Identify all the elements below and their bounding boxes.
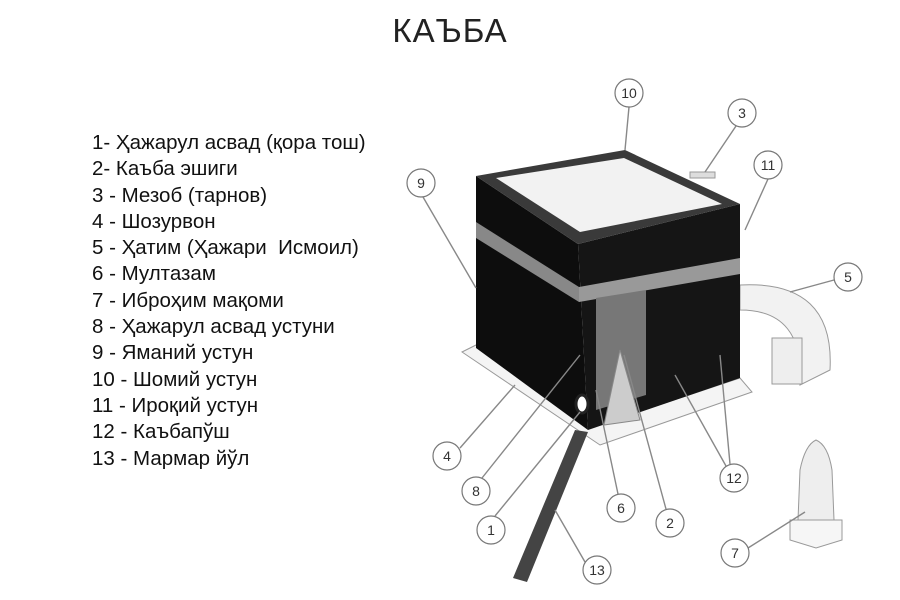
svg-text:10: 10 <box>621 85 637 101</box>
callout-lines <box>422 106 835 563</box>
legend-item: 6 - Мултазам <box>92 262 216 286</box>
maqam-base <box>789 519 843 549</box>
svg-text:6: 6 <box>617 500 625 516</box>
kiswah-band <box>579 258 740 302</box>
callout-6: 6 <box>606 493 636 523</box>
callout-2: 2 <box>655 508 685 538</box>
legend-item: 8 - Ҳажарул асвад устуни <box>92 315 335 339</box>
svg-text:4: 4 <box>443 448 451 464</box>
page-title: КАЪБА <box>392 12 508 49</box>
legend-item: 13 - Мармар йўл <box>92 446 250 470</box>
legend-item: 2- Каъба эшиги <box>92 157 238 181</box>
legend-item: 7 - Иброҳим мақоми <box>92 288 284 312</box>
legend-item: 1- Ҳажарул асвад (қора тош) <box>92 131 366 154</box>
legend-item: 11 - Ироқий устун <box>92 393 259 417</box>
svg-text:7: 7 <box>731 545 739 561</box>
svg-text:2: 2 <box>666 515 674 531</box>
mizab <box>689 171 716 179</box>
kiswah-band <box>476 222 579 302</box>
callout-10: 10 <box>614 78 644 108</box>
svg-text:11: 11 <box>761 157 776 173</box>
legend-item: 5 - Ҳатим (Ҳажари Исмоил) <box>92 236 359 260</box>
svg-text:13: 13 <box>589 562 605 578</box>
callout-7: 7 <box>720 538 750 568</box>
callout-11: 11 <box>753 150 783 180</box>
legend-item: 12 - Каъбапўш <box>92 420 230 444</box>
door-steps <box>603 349 641 426</box>
svg-text:1: 1 <box>487 522 495 538</box>
hatim-end <box>771 337 803 385</box>
svg-text:8: 8 <box>472 483 480 499</box>
maqam-ibrahim <box>797 439 835 521</box>
callout-5: 5 <box>833 262 863 292</box>
callout-3: 3 <box>727 98 757 128</box>
legend-item: 10 - Шомий устун <box>92 367 258 391</box>
kaaba-door <box>596 290 646 410</box>
callout-12: 12 <box>719 463 749 493</box>
legend-item: 4 - Шозурвон <box>92 209 216 233</box>
callout-8: 8 <box>461 476 491 506</box>
callout-1: 1 <box>476 515 506 545</box>
svg-text:5: 5 <box>844 269 852 285</box>
legend-item: 9 - Яманий устун <box>92 341 254 365</box>
black-stone <box>574 393 590 415</box>
callout-4: 4 <box>432 441 462 471</box>
svg-text:9: 9 <box>417 175 425 191</box>
svg-text:12: 12 <box>726 470 742 486</box>
callout-9: 9 <box>406 168 436 198</box>
callout-13: 13 <box>582 555 612 585</box>
kaaba-roof-inner <box>496 158 722 232</box>
legend: 1- Ҳажарул асвад (қора тош) 2- Каъба эши… <box>92 130 366 472</box>
svg-text:3: 3 <box>738 105 746 121</box>
marble-path <box>513 430 588 582</box>
legend-item: 3 - Мезоб (тарнов) <box>92 183 268 207</box>
kaaba-left-face <box>476 176 588 430</box>
